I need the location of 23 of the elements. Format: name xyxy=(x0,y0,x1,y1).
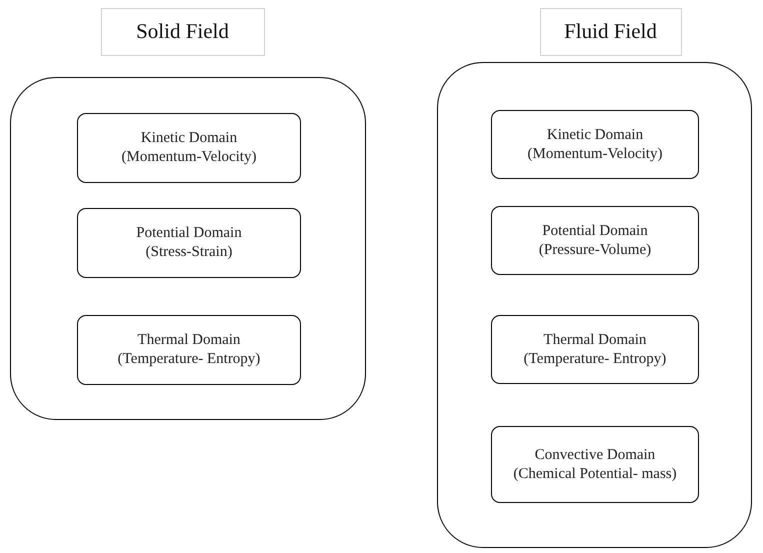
domain-name: Convective Domain xyxy=(534,446,656,464)
domain-box xyxy=(491,206,699,275)
domain-variables: (Temperature- Entropy) xyxy=(118,350,260,369)
field-title: Fluid Field xyxy=(540,8,682,56)
domain-box xyxy=(77,315,301,385)
domain-variables: (Temperature- Entropy) xyxy=(524,350,666,368)
domain-variables: (Stress-Strain) xyxy=(146,243,232,262)
domain-box xyxy=(491,426,699,503)
domain-name: Kinetic Domain xyxy=(546,126,644,144)
domain-name: Thermal Domain xyxy=(544,330,646,350)
domain-box xyxy=(77,208,301,278)
domain-variables: (Pressure-Volume) xyxy=(538,240,652,260)
domain-name: Potential Domain xyxy=(542,222,648,240)
domain-box xyxy=(491,315,699,384)
domain-variables: (Momentum-Velocity) xyxy=(528,144,662,164)
domain-variables: (Chemical Potential- mass) xyxy=(513,464,677,484)
field-title: Solid Field xyxy=(100,8,264,56)
domain-box xyxy=(77,113,301,183)
domain-name: Thermal Domain xyxy=(138,331,240,350)
domain-variables: (Momentum-Velocity) xyxy=(122,148,256,167)
domain-box xyxy=(491,110,699,179)
domain-name: Kinetic Domain xyxy=(140,129,238,148)
domain-name: Potential Domain xyxy=(136,224,242,243)
